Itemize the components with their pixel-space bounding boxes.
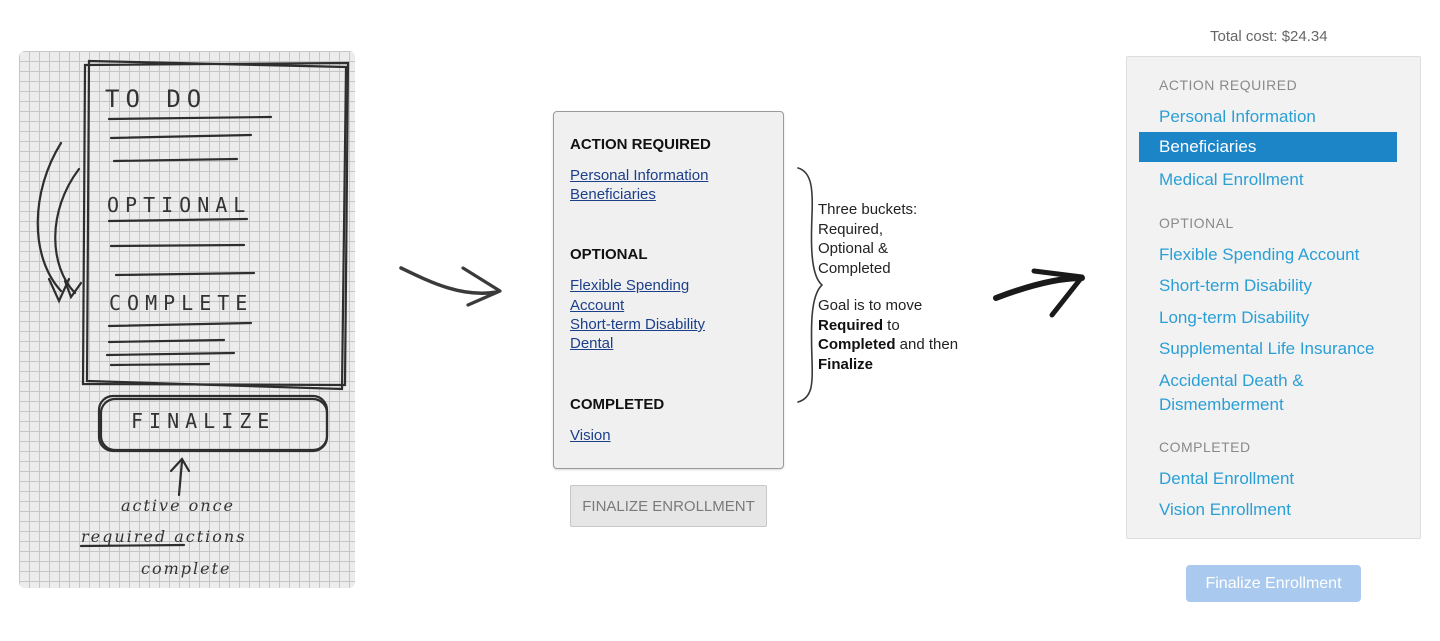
- sketch-ink: [36, 59, 350, 548]
- note-goal-and-then: and then: [895, 336, 959, 353]
- enrollment-nav-panel: ACTION REQUIRED Personal Information Ben…: [1126, 56, 1421, 539]
- wireframe-link-short-term-disability[interactable]: Short-term Disability: [570, 316, 706, 333]
- arrow-sketch-to-wireframe: [399, 266, 499, 295]
- wireframe-link-flexible-spending[interactable]: Flexible Spending Account: [570, 277, 690, 314]
- wireframe-optional-heading: OPTIONAL: [570, 246, 648, 263]
- sketch-note-line2: required actions: [81, 527, 247, 546]
- wireframe-completed-heading: COMPLETED: [570, 396, 665, 413]
- note-buckets-line1: Three buckets:: [818, 201, 918, 218]
- wireframe-action-required-heading: ACTION REQUIRED: [570, 136, 711, 153]
- note-goal-line1: Goal is to move: [818, 297, 923, 314]
- note-goal: Goal is to move Required to Completed an…: [818, 296, 958, 374]
- sketch-note-line3: complete: [141, 559, 232, 578]
- note-goal-to: to: [883, 316, 900, 334]
- nav-item-medical-enrollment[interactable]: Medical Enrollment: [1159, 170, 1304, 189]
- sketch-note-line1: active once: [121, 496, 236, 515]
- note-goal-completed: Completed: [818, 336, 896, 353]
- nav-item-long-term-disability[interactable]: Long-term Disability: [1159, 308, 1310, 327]
- wireframe-link-dental[interactable]: Dental: [570, 335, 614, 352]
- note-goal-line4: Finalize: [818, 355, 958, 375]
- nav-item-dismemberment[interactable]: Dismemberment: [1159, 395, 1284, 414]
- wireframe-link-personal-information[interactable]: Personal Information: [570, 167, 709, 184]
- note-buckets-line3: Optional &: [818, 240, 889, 257]
- nav-item-short-term-disability[interactable]: Short-term Disability: [1159, 276, 1313, 295]
- final-action-required-heading: ACTION REQUIRED: [1159, 77, 1298, 93]
- wireframe-finalize-button[interactable]: FINALIZE ENROLLMENT: [570, 485, 767, 527]
- note-buckets: Three buckets: Required, Optional & Comp…: [818, 200, 917, 278]
- nav-item-vision-enrollment[interactable]: Vision Enrollment: [1159, 500, 1291, 519]
- sketch-optional-label: OPTIONAL: [107, 193, 252, 217]
- nav-item-dental-enrollment[interactable]: Dental Enrollment: [1159, 469, 1295, 488]
- nav-item-flexible-spending[interactable]: Flexible Spending Account: [1159, 245, 1360, 264]
- note-goal-required: Required: [818, 316, 884, 334]
- note-goal-finalize: Finalize: [818, 355, 874, 373]
- nav-item-personal-information[interactable]: Personal Information: [1159, 107, 1316, 126]
- nav-item-beneficiaries[interactable]: Beneficiaries: [1139, 132, 1397, 162]
- brace: [797, 167, 823, 403]
- total-cost: Total cost: $24.34: [1210, 28, 1328, 45]
- sketch-todo-label: TO DO: [105, 85, 208, 113]
- note-goal-line2: Required to: [818, 316, 958, 336]
- sketch-panel: TO DO OPTIONAL COMPLETE FINALIZE active …: [19, 51, 355, 588]
- final-completed-heading: COMPLETED: [1159, 439, 1251, 455]
- note-buckets-line4: Completed: [818, 259, 891, 277]
- nav-item-supplemental-life[interactable]: Supplemental Life Insurance: [1159, 339, 1375, 358]
- sketch-complete-label: COMPLETE: [109, 291, 254, 315]
- wireframe-panel: ACTION REQUIRED Personal Information Ben…: [553, 111, 784, 469]
- finalize-enrollment-button[interactable]: Finalize Enrollment: [1186, 565, 1361, 602]
- final-optional-heading: OPTIONAL: [1159, 215, 1234, 231]
- nav-item-accidental-death[interactable]: Accidental Death &: [1159, 371, 1304, 390]
- wireframe-link-vision[interactable]: Vision: [570, 427, 611, 444]
- note-buckets-line2: Required,: [818, 220, 884, 238]
- note-goal-line3: Completed and then: [818, 335, 958, 355]
- wireframe-link-beneficiaries[interactable]: Beneficiaries: [570, 186, 656, 203]
- sketch-finalize-label: FINALIZE: [131, 409, 276, 433]
